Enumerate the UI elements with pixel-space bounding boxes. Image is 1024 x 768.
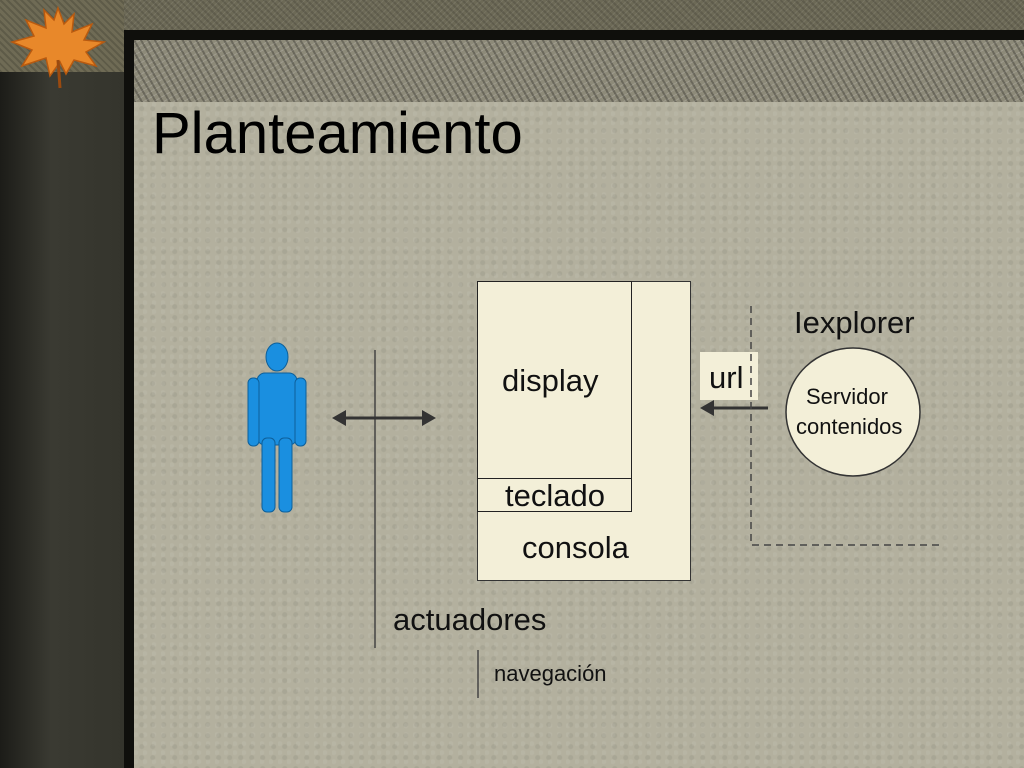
keyboard-box: [477, 478, 632, 512]
url-box: [700, 352, 758, 400]
network-boundary-dashed: [750, 306, 940, 546]
display-label: display: [502, 363, 599, 398]
person-icon: [247, 342, 307, 513]
url-label: url: [709, 360, 744, 395]
server-label-line1: Servidor: [806, 384, 888, 409]
server-label-line2: contenidos: [796, 414, 903, 439]
console-label: consola: [522, 530, 629, 565]
actuators-label: actuadores: [393, 602, 547, 637]
display-box: [477, 281, 632, 479]
server-circle: [785, 347, 921, 477]
keyboard-label: teclado: [505, 478, 605, 513]
slide-header-texture: [134, 40, 1024, 102]
maple-leaf-icon: [9, 5, 107, 89]
slide-title: Planteamiento: [152, 101, 523, 166]
top-decorative-band: [0, 0, 1024, 34]
double-arrow-icon: [332, 410, 436, 426]
left-arrow-icon: [700, 400, 768, 416]
navigation-label: navegación: [494, 661, 607, 686]
left-decorative-strip: [0, 0, 128, 768]
browser-label: Iexplorer: [794, 305, 915, 340]
